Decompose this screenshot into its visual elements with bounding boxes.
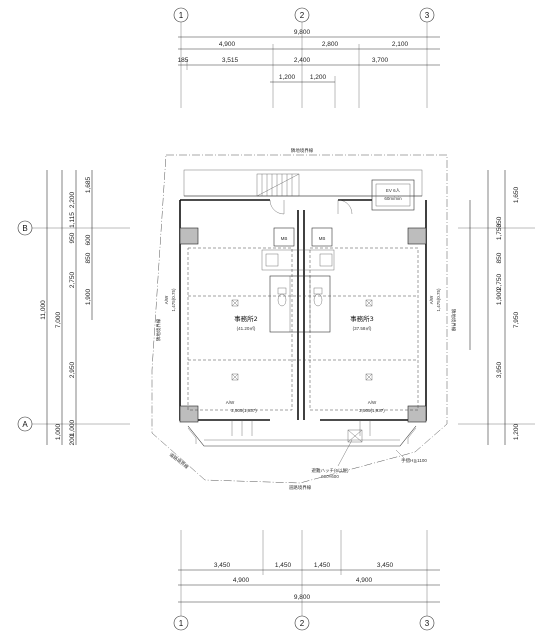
dim-top-r3-a: 1,200 <box>279 74 296 81</box>
bottom-dimensions: 3,450 1,450 1,450 3,450 4,900 4,900 9,80… <box>178 530 440 603</box>
dim-top-total: 9,800 <box>294 29 311 36</box>
grid-label-1-bottom: 1 <box>179 619 184 628</box>
dim-top-r2-b: 3,515 <box>222 57 239 64</box>
aw-bottom-right: A/W <box>368 400 377 405</box>
dim-top-r1-b: 2,800 <box>322 41 339 48</box>
evac-hatch-label: 避難ハッチ(6以屋) <box>312 467 350 474</box>
boundary-label-diagonal: 道路境界線 <box>168 451 190 471</box>
dim-left-mid-a: 7,000 <box>55 311 62 328</box>
right-dimensions: 1,650 7,950 1,200 1,750 850 2,750 1,900 … <box>469 170 520 445</box>
grid-label-a: A <box>22 420 28 429</box>
dim-bottom-r1-b: 1,450 <box>275 562 292 569</box>
dim-left-in-c: 950 <box>69 232 76 243</box>
room-office-3: 事務所3 (37.58㎡) <box>350 299 374 381</box>
ceiling-lines <box>187 247 419 411</box>
office-3-name: 事務所3 <box>350 314 374 323</box>
ps-right-label: MB <box>319 236 326 241</box>
window-annotations: A/W 1,475(0.75) A/W 1,475(0.75) A/W 2,50… <box>164 288 441 413</box>
office-2-area: (41.20㎡) <box>237 325 256 331</box>
grid-label-3-top: 3 <box>425 11 430 20</box>
boundary-label-right: 隣地境界線 <box>450 309 457 332</box>
dim-right-c2-c: 2,750 <box>496 273 503 290</box>
grid-label-b: B <box>22 224 27 233</box>
grid-markers-bottom: 1 2 3 <box>173 615 435 631</box>
dim-bottom-r1-c: 1,450 <box>314 562 331 569</box>
top-dimensions: 9,800 4,900 2,800 2,100 185 3,515 2,400 … <box>178 29 440 108</box>
dim-left-in2-d: 1,900 <box>85 288 92 305</box>
structural-columns <box>179 227 427 423</box>
dim-bottom-r2-a: 4,900 <box>233 577 250 584</box>
aw-bottom-left: A/W <box>226 400 235 405</box>
grid-label-2-top: 2 <box>300 11 305 20</box>
ceiling-right: 2,505(1,937) <box>359 408 385 413</box>
dim-right-c2-f: 350 <box>496 216 503 227</box>
ps-left-label: MB <box>281 236 288 241</box>
dim-right-c2-e: 3,950 <box>496 361 503 378</box>
dim-bottom-r2-b: 4,900 <box>356 577 373 584</box>
bottom-notes: 避難ハッチ(6以屋) 600×600 手摺H≧1100 <box>312 439 427 479</box>
handrail-label: 手摺H≧1100 <box>401 457 427 464</box>
dim-right-c2-a: 1,750 <box>496 223 503 240</box>
dim-left-in-a: 2,200 <box>69 191 76 208</box>
dim-right-c1-b: 7,950 <box>513 311 520 328</box>
dim-right-c2-d: 1,900 <box>496 288 503 305</box>
elevator: EV 6人 60m/min <box>371 179 415 211</box>
exterior-walls <box>179 169 427 421</box>
aw-right: A/W <box>429 295 434 304</box>
grid-markers-left: B A <box>17 220 33 432</box>
elevator-label: EV 6人 <box>386 188 401 193</box>
elevator-speed: 60m/min <box>384 196 402 201</box>
dim-top-r2-c: 2,400 <box>294 57 311 64</box>
balcony <box>187 420 417 447</box>
aw-left: A/W <box>164 295 169 304</box>
office-3-area: (37.58㎡) <box>353 325 372 331</box>
aw-right-height: 1,475(0.75) <box>436 288 441 312</box>
dim-left-in-b: 1,115 <box>69 212 76 228</box>
dim-top-r2-a: 185 <box>178 57 189 64</box>
entry-doors <box>269 199 353 215</box>
boundary-label-left: 隣地境界線 <box>155 318 162 341</box>
boundary-label-top: 隣地境界線 <box>291 147 314 154</box>
dim-top-r2-d: 3,700 <box>372 57 389 64</box>
grid-label-3-bottom: 3 <box>425 619 430 628</box>
dim-left-in-f: 1,000 <box>69 419 76 436</box>
dim-bottom-r1-a: 3,450 <box>214 562 231 569</box>
grid-label-2-bottom: 2 <box>300 619 305 628</box>
boundary-label-bottom: 道路境界線 <box>289 484 312 491</box>
dim-right-c1-c: 1,200 <box>513 423 520 440</box>
dim-left-in-d: 2,750 <box>69 271 76 288</box>
dim-left-in-g: 200 <box>69 434 76 445</box>
dim-left-in-e: 2,950 <box>69 361 76 378</box>
dim-bottom-r1-d: 3,450 <box>377 562 394 569</box>
dim-right-c2-b: 850 <box>496 252 503 263</box>
dim-left-mid-b: 1,000 <box>55 423 62 440</box>
dim-top-r3-b: 1,200 <box>310 74 327 81</box>
ceiling-left: 2,505(1,937) <box>231 408 257 413</box>
dim-top-r1-a: 4,900 <box>219 41 236 48</box>
grid-label-1-top: 1 <box>179 11 184 20</box>
left-dimensions: 11,000 7,000 1,000 2,200 1,115 950 2,750… <box>40 170 93 445</box>
dim-left-outer: 11,000 <box>40 300 47 320</box>
dim-left-in2-c: 850 <box>85 252 92 263</box>
aw-left-height: 1,475(0.75) <box>171 288 176 312</box>
dim-left-in2-a: 1,685 <box>85 176 92 193</box>
grid-markers-top: 1 2 3 <box>173 7 435 23</box>
grid-axis-stubs <box>32 22 535 616</box>
dim-left-in2-b: 600 <box>85 234 92 245</box>
office-2-name: 事務所2 <box>234 314 258 323</box>
room-office-2: 事務所2 (41.20㎡) <box>231 299 258 381</box>
dim-right-c1-a: 1,650 <box>513 186 520 203</box>
evac-hatch-size: 600×600 <box>321 474 339 479</box>
pipe-shafts: MB MB <box>273 210 333 420</box>
staircase <box>256 173 300 197</box>
dim-top-r1-c: 2,100 <box>392 41 409 48</box>
dim-bottom-total: 9,800 <box>294 594 311 601</box>
